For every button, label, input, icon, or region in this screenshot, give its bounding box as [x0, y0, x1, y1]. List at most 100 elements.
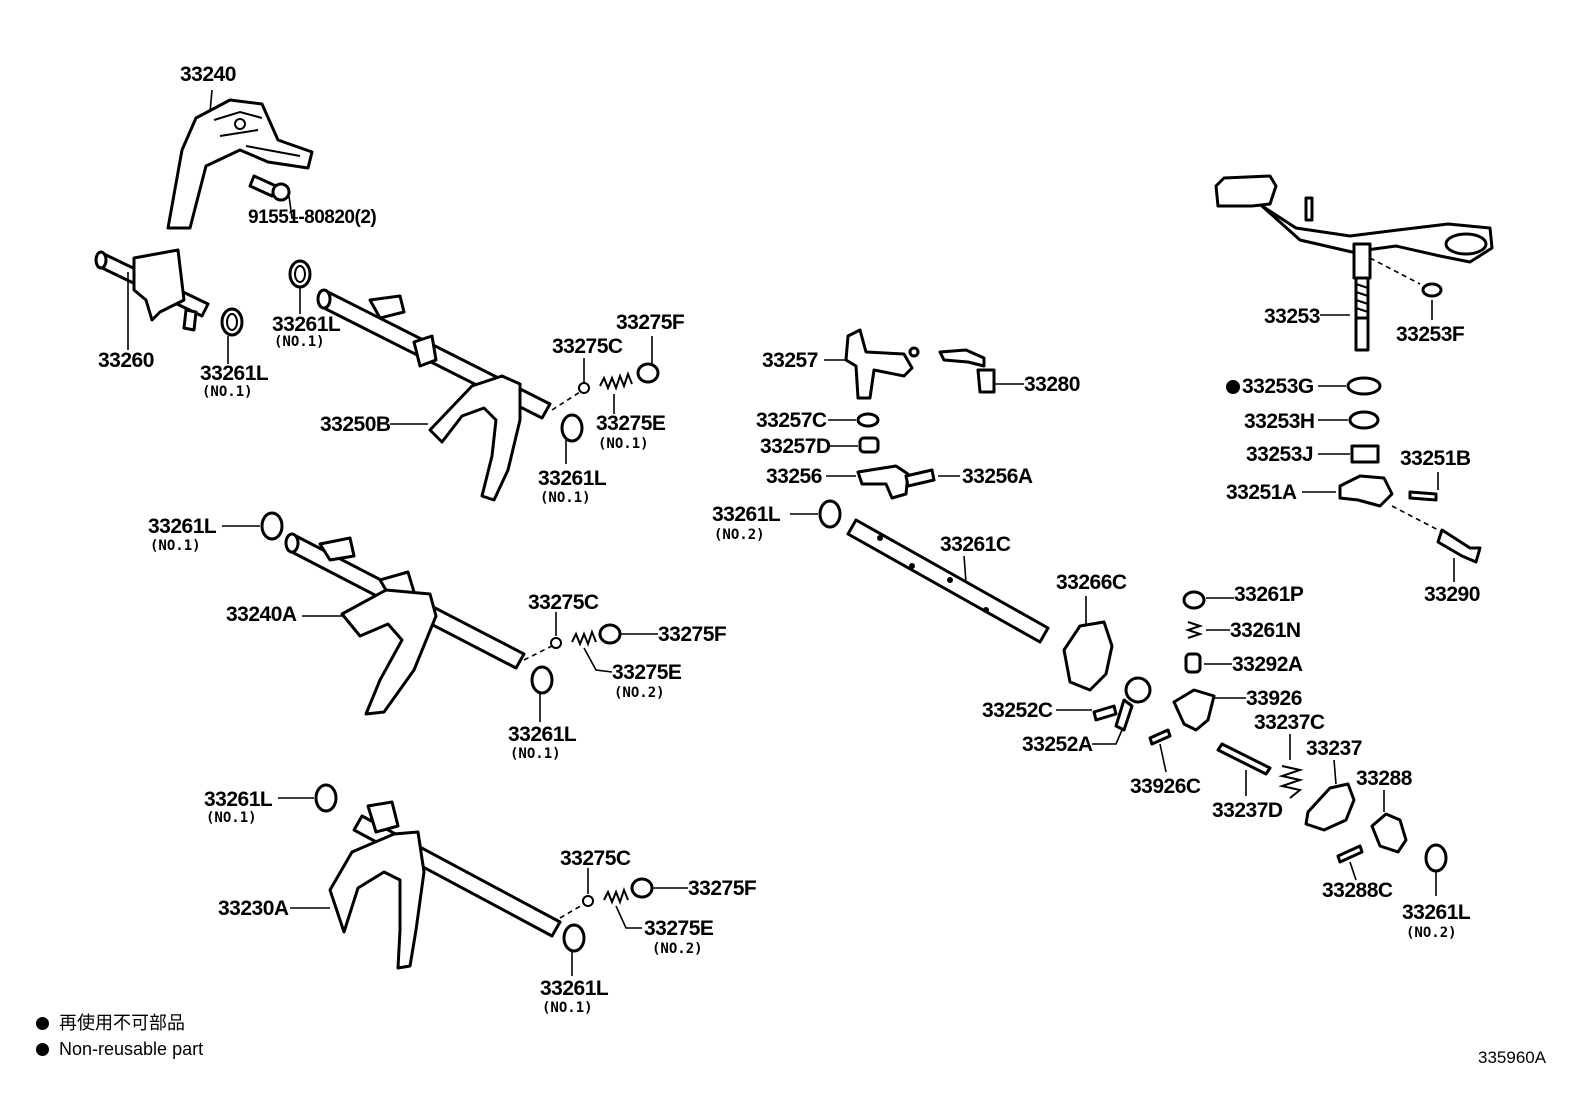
label-33275F-b[interactable]: 33275F	[658, 623, 727, 646]
sleeve-33261L-i	[1424, 843, 1448, 873]
label-33252A[interactable]: 33252A	[1022, 733, 1093, 756]
label-33261L-g-sub: (NO.1)	[542, 1000, 593, 1016]
label-33257[interactable]: 33257	[762, 349, 818, 372]
sleeve-33261L-f	[314, 783, 338, 813]
part-33253H-drawing	[1348, 410, 1380, 430]
label-33252C[interactable]: 33252C	[982, 699, 1053, 722]
label-33260[interactable]: 33260	[98, 349, 154, 372]
sleeve-33261L-h	[818, 499, 842, 529]
label-33261L-h-sub: (NO.2)	[714, 527, 765, 543]
label-33251A[interactable]: 33251A	[1226, 481, 1297, 504]
label-33261L-e[interactable]: 33261L	[508, 723, 577, 746]
label-33261C[interactable]: 33261C	[940, 533, 1011, 556]
label-33261L-i-sub: (NO.2)	[1406, 925, 1457, 941]
part-33240A-drawing	[284, 532, 526, 716]
label-33253G-text: 33253G	[1242, 375, 1314, 398]
label-33253G[interactable]: 33253G	[1226, 376, 1314, 397]
legend-japanese: 再使用不可部品	[36, 1014, 185, 1032]
part-33240-drawing	[166, 98, 314, 230]
label-33257C[interactable]: 33257C	[756, 409, 827, 432]
label-33275E-a-sub: (NO.1)	[598, 436, 649, 452]
part-33251A-drawing	[1338, 474, 1394, 508]
label-33251B[interactable]: 33251B	[1400, 447, 1471, 470]
part-33266C-drawing	[1062, 620, 1114, 692]
part-33253F-drawing	[1421, 282, 1443, 298]
label-33253[interactable]: 33253	[1264, 305, 1320, 328]
label-33275F-c[interactable]: 33275F	[688, 877, 757, 900]
label-33275E-b-sub: (NO.2)	[614, 685, 665, 701]
label-33926C[interactable]: 33926C	[1130, 775, 1201, 798]
sleeve-33261L-c	[560, 413, 584, 443]
part-33290-drawing	[1436, 528, 1482, 564]
sleeve-33261L-d	[260, 511, 284, 541]
label-33261L-g[interactable]: 33261L	[540, 977, 609, 1000]
label-33261L-c[interactable]: 33261L	[538, 467, 607, 490]
label-33275E-c[interactable]: 33275E	[644, 917, 714, 940]
label-33261L-i[interactable]: 33261L	[1402, 901, 1471, 924]
label-33275F-a[interactable]: 33275F	[616, 311, 685, 334]
label-33261L-e-sub: (NO.1)	[510, 746, 561, 762]
label-33266C[interactable]: 33266C	[1056, 571, 1127, 594]
label-33261N[interactable]: 33261N	[1230, 619, 1301, 642]
label-33240[interactable]: 33240	[180, 63, 236, 86]
label-33261P[interactable]: 33261P	[1234, 583, 1304, 606]
label-33275C-b[interactable]: 33275C	[528, 591, 599, 614]
label-33290[interactable]: 33290	[1424, 583, 1480, 606]
diagram-code: 335960A	[1478, 1048, 1547, 1067]
label-33261L-d-sub: (NO.1)	[150, 538, 201, 554]
label-33292A[interactable]: 33292A	[1232, 653, 1303, 676]
label-33253F[interactable]: 33253F	[1396, 323, 1465, 346]
pin-33926C	[1148, 728, 1172, 746]
part-33230A-drawing	[328, 800, 562, 970]
pin-33252C	[1092, 704, 1118, 722]
label-33261L-a-sub: (NO.1)	[202, 384, 253, 400]
label-33257D[interactable]: 33257D	[760, 435, 831, 458]
label-33275E-c-sub: (NO.2)	[652, 941, 703, 957]
label-33240A[interactable]: 33240A	[226, 603, 297, 626]
label-33237C[interactable]: 33237C	[1254, 711, 1325, 734]
label-33250B[interactable]: 33250B	[320, 413, 391, 436]
washer-33257C	[856, 412, 880, 428]
label-33275C-a[interactable]: 33275C	[552, 335, 623, 358]
spring-33275E-b	[571, 629, 597, 647]
plug-33275F-c	[630, 877, 654, 899]
sleeve-33261L-e	[530, 665, 554, 695]
part-33926-drawing	[1172, 688, 1216, 732]
label-33288[interactable]: 33288	[1356, 767, 1412, 790]
part-33280-drawing	[938, 348, 996, 394]
bushing-33257D	[858, 436, 880, 454]
label-33253H[interactable]: 33253H	[1244, 410, 1315, 433]
part-33292A-drawing	[1184, 652, 1202, 674]
part-91551-drawing	[248, 174, 291, 202]
legend-english-text: Non-reusable part	[59, 1039, 204, 1059]
label-33261L-d[interactable]: 33261L	[148, 515, 217, 538]
part-33261P-drawing	[1182, 590, 1206, 610]
label-33256[interactable]: 33256	[766, 465, 822, 488]
label-33256A[interactable]: 33256A	[962, 465, 1033, 488]
label-33275E-a[interactable]: 33275E	[596, 412, 666, 435]
legend-english: Non-reusable part	[36, 1040, 203, 1058]
part-33261N-drawing	[1184, 621, 1204, 639]
label-33261L-b[interactable]: 33261L	[272, 313, 341, 336]
label-33926[interactable]: 33926	[1246, 687, 1302, 710]
plug-33275F-a	[636, 362, 660, 384]
part-33237-drawing	[1304, 782, 1356, 832]
label-33275C-c[interactable]: 33275C	[560, 847, 631, 870]
label-33237[interactable]: 33237	[1306, 737, 1362, 760]
part-33256-drawing	[856, 464, 910, 500]
label-33261L-f-sub: (NO.1)	[206, 810, 257, 826]
label-33261L-f[interactable]: 33261L	[204, 788, 273, 811]
label-33253J[interactable]: 33253J	[1246, 443, 1314, 466]
label-33288C[interactable]: 33288C	[1322, 879, 1393, 902]
part-33250B-drawing	[316, 288, 552, 502]
label-33280[interactable]: 33280	[1024, 373, 1080, 396]
part-33253-drawing	[1214, 174, 1494, 352]
label-33275E-b[interactable]: 33275E	[612, 661, 682, 684]
spring-33237C	[1278, 765, 1304, 799]
label-33261L-h[interactable]: 33261L	[712, 503, 781, 526]
label-33261L-a[interactable]: 33261L	[200, 362, 269, 385]
label-33230A[interactable]: 33230A	[218, 897, 289, 920]
label-33237D[interactable]: 33237D	[1212, 799, 1283, 822]
label-91551-80820[interactable]: 91551-80820(2)	[248, 207, 377, 228]
